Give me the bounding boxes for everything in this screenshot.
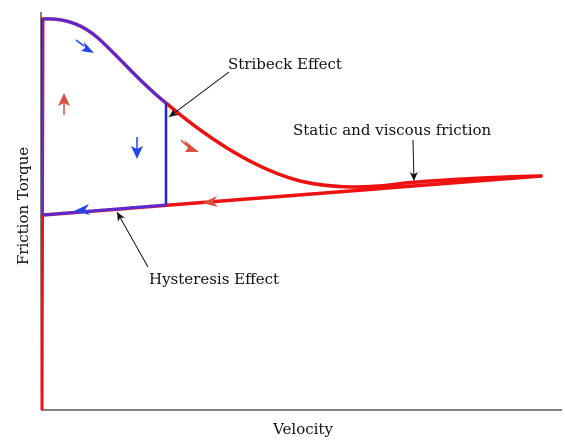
hysteresis-top bbox=[42, 17, 167, 105]
red-arrow-curve bbox=[184, 140, 199, 152]
x-axis-title: Velocity bbox=[272, 420, 333, 438]
hysteresis-label: Hysteresis Effect bbox=[149, 270, 279, 288]
hysteresis-pointer bbox=[116, 211, 149, 268]
red-arrow-curve-stem bbox=[180, 139, 188, 147]
hysteresis-bottom bbox=[42, 203, 167, 217]
stribeck-pointer bbox=[168, 71, 230, 118]
static-viscous-label: Static and viscous friction bbox=[293, 121, 492, 139]
blue-arrow-top bbox=[81, 42, 94, 53]
blue-arrow-left bbox=[74, 204, 90, 215]
stribeck-label: Stribeck Effect bbox=[228, 55, 342, 73]
blue-arrow-top-stem bbox=[75, 39, 85, 47]
blue-arrow-down bbox=[131, 146, 143, 159]
y-axis-title: Friction Torque bbox=[14, 147, 32, 265]
static-viscous-pointer bbox=[409, 139, 418, 182]
stribeck-curve bbox=[41, 17, 543, 189]
red-arrow-left bbox=[202, 196, 218, 207]
red-arrow-up bbox=[58, 93, 70, 106]
